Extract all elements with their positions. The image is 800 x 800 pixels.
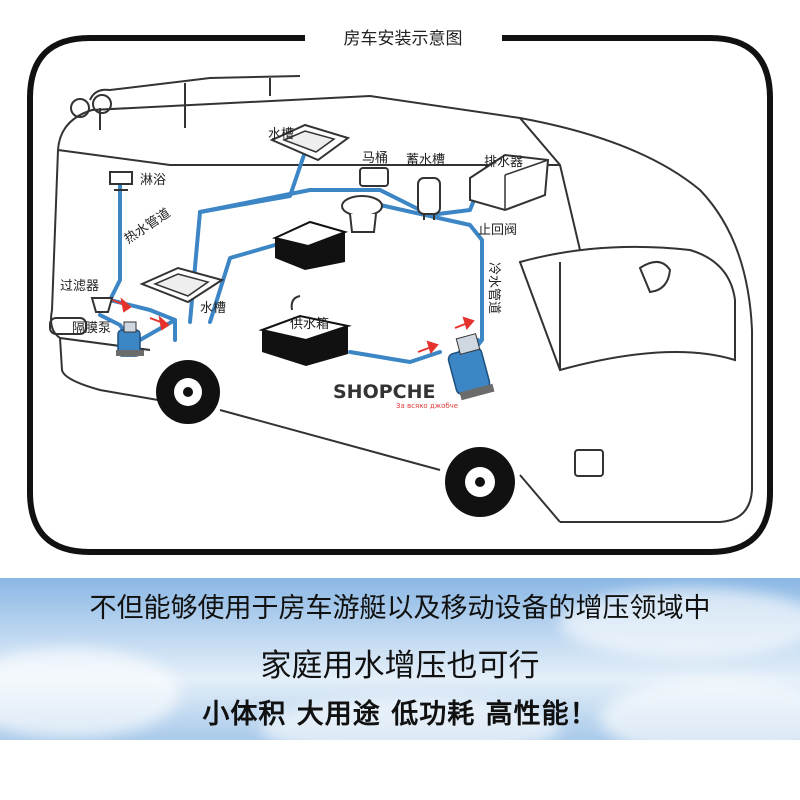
- label-sink-top: 水槽: [268, 127, 294, 142]
- rv-body: [49, 75, 753, 523]
- label-supply-tank: 供水箱: [290, 316, 329, 332]
- rear-wheel: [445, 447, 515, 517]
- filter-icon: [90, 297, 114, 313]
- sink-top-icon: [269, 123, 351, 162]
- watermark-tagline: За всяко джобче: [396, 402, 458, 410]
- label-drain-tank: 排水器: [484, 155, 523, 170]
- watermark-logo: SHOPCHE За всяко джобче: [333, 381, 458, 410]
- sink-bottom-icon: [139, 266, 225, 304]
- front-wheel: [156, 360, 220, 424]
- diaphragm-pump-left-icon: [116, 321, 144, 357]
- supply-tank-icon: [258, 295, 352, 366]
- label-storage-tank: 蓄水槽: [406, 153, 445, 168]
- label-check-valve: 止回阀: [478, 223, 517, 238]
- label-cold-pipe: 冷水管道: [486, 262, 501, 314]
- shower-head-icon: [109, 171, 133, 191]
- flow-arrows: [111, 297, 475, 355]
- feature-banner: 不但能够使用于房车游艇以及移动设备的增压领域中 家庭用水增压也可行 小体积 大用…: [0, 578, 800, 740]
- rv-installation-diagram: 房车安装示意图: [27, 29, 773, 555]
- diagram-title: 房车安装示意图: [344, 29, 463, 49]
- storage-tank-icon: [417, 177, 441, 220]
- label-hot-pipe: 热水管道: [122, 206, 174, 248]
- diagram-frame: [27, 35, 773, 555]
- banner-line-2: 家庭用水增压也可行: [260, 648, 540, 684]
- label-filter: 过滤器: [60, 279, 99, 294]
- banner-line-1: 不但能够使用于房车游艇以及移动设备的增压领域中: [89, 593, 711, 624]
- toilet-icon: [341, 167, 389, 233]
- drain-tank-icon: [469, 153, 550, 212]
- banner-line-3: 小体积 大用途 低功耗 高性能！: [202, 699, 598, 730]
- diaphragm-pump-right-icon: [447, 333, 495, 401]
- hot-water-box-icon: [271, 220, 349, 270]
- label-diaphragm-pump: 隔膜泵: [72, 321, 111, 336]
- watermark-brand: SHOPCHE: [333, 381, 436, 403]
- label-shower: 淋浴: [140, 173, 166, 188]
- label-sink-bottom: 水槽: [200, 301, 226, 316]
- label-toilet: 马桶: [362, 151, 388, 166]
